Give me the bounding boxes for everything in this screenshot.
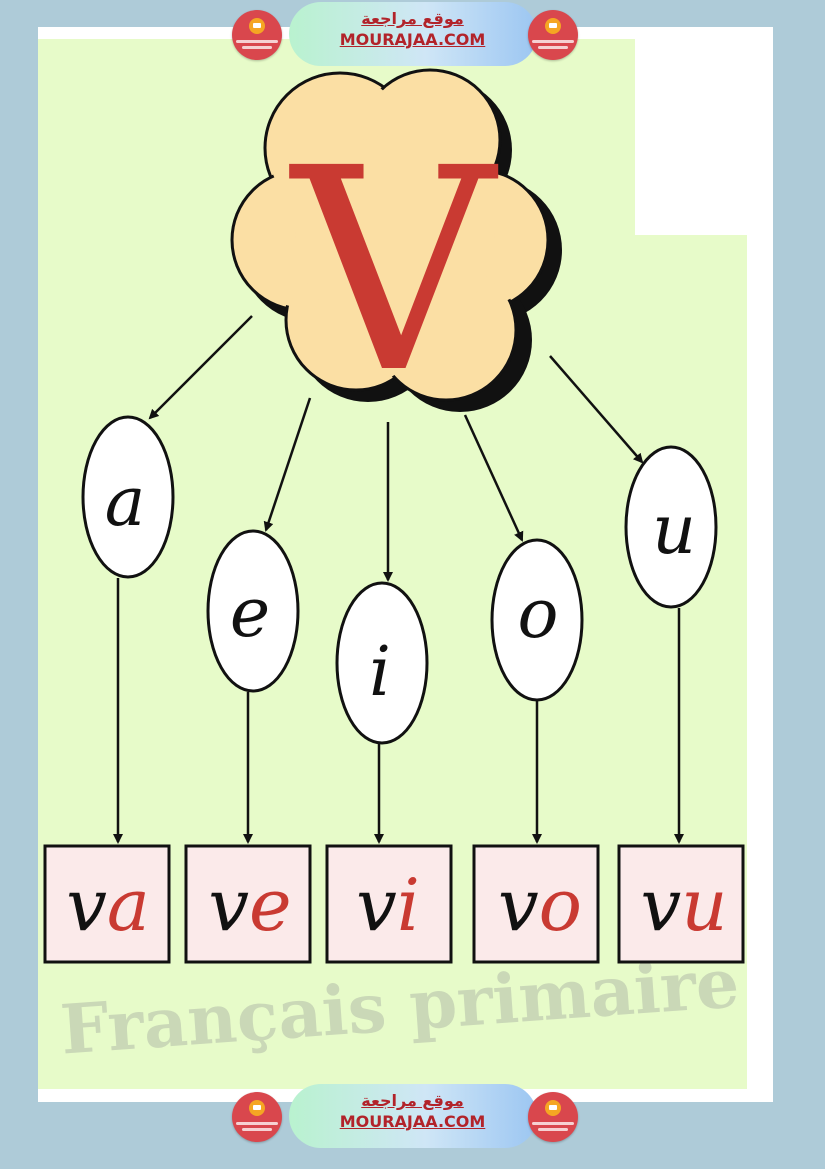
- logo-caption-line: [538, 1128, 568, 1131]
- vowel-i: i: [369, 633, 391, 712]
- syllable-box-ve: [184, 844, 312, 964]
- white-corner-block: [635, 27, 773, 235]
- logo-emblem-icon: [249, 1100, 265, 1116]
- syllable-box-va: [43, 844, 171, 964]
- site-logo-icon[interactable]: [528, 1092, 578, 1142]
- vowel-o: o: [518, 575, 559, 654]
- vowel-oval-e: [206, 529, 300, 693]
- site-name-arabic[interactable]: موقع مراجعة: [361, 9, 464, 28]
- site-url-link[interactable]: MOURAJAA.COM: [339, 1112, 486, 1131]
- vowel-a: a: [105, 463, 146, 542]
- syllable-va: va: [66, 863, 150, 947]
- vowel-arrows: [113, 578, 684, 844]
- syllable-box-vu: [617, 844, 745, 964]
- logo-emblem-icon: [545, 18, 561, 34]
- site-link-pill[interactable]: موقع مراجعة MOURAJAA.COM: [288, 2, 537, 66]
- consonant-letter: V: [288, 109, 502, 435]
- vowel-oval-i: [335, 581, 429, 745]
- vowel-u: u: [652, 491, 696, 570]
- syllable-vu: vu: [640, 863, 727, 947]
- header-banner: موقع مراجعة MOURAJAA.COM: [0, 0, 825, 70]
- logo-caption-line: [532, 1122, 574, 1125]
- vowel-oval-o: [490, 538, 584, 702]
- syllable-box-vi: [325, 844, 453, 964]
- vowel-e: e: [230, 574, 270, 653]
- syllable-box-vo: [472, 844, 600, 964]
- site-logo-icon[interactable]: [232, 1092, 282, 1142]
- syllable-ve: ve: [208, 863, 291, 947]
- logo-caption-line: [242, 46, 272, 49]
- logo-caption-line: [242, 1128, 272, 1131]
- cloud-fill: [235, 73, 545, 397]
- site-logo-icon[interactable]: [232, 10, 282, 60]
- logo-emblem-icon: [249, 18, 265, 34]
- logo-caption-line: [236, 1122, 278, 1125]
- syllable-vo: vo: [498, 863, 582, 947]
- site-url-link[interactable]: MOURAJAA.COM: [339, 30, 486, 49]
- vowel-oval-a: [81, 415, 175, 579]
- site-logo-icon[interactable]: [528, 10, 578, 60]
- logo-caption-line: [236, 40, 278, 43]
- logo-emblem-icon: [545, 1100, 561, 1116]
- footer-banner: موقع مراجعة MOURAJAA.COM: [0, 1082, 825, 1152]
- site-link-pill[interactable]: موقع مراجعة MOURAJAA.COM: [288, 1084, 537, 1148]
- site-name-arabic[interactable]: موقع مراجعة: [361, 1091, 464, 1110]
- syllable-vi: vi: [356, 863, 420, 947]
- logo-caption-line: [532, 40, 574, 43]
- logo-caption-line: [538, 46, 568, 49]
- cloud-arrows: [148, 315, 644, 582]
- vowel-oval-u: [624, 445, 718, 609]
